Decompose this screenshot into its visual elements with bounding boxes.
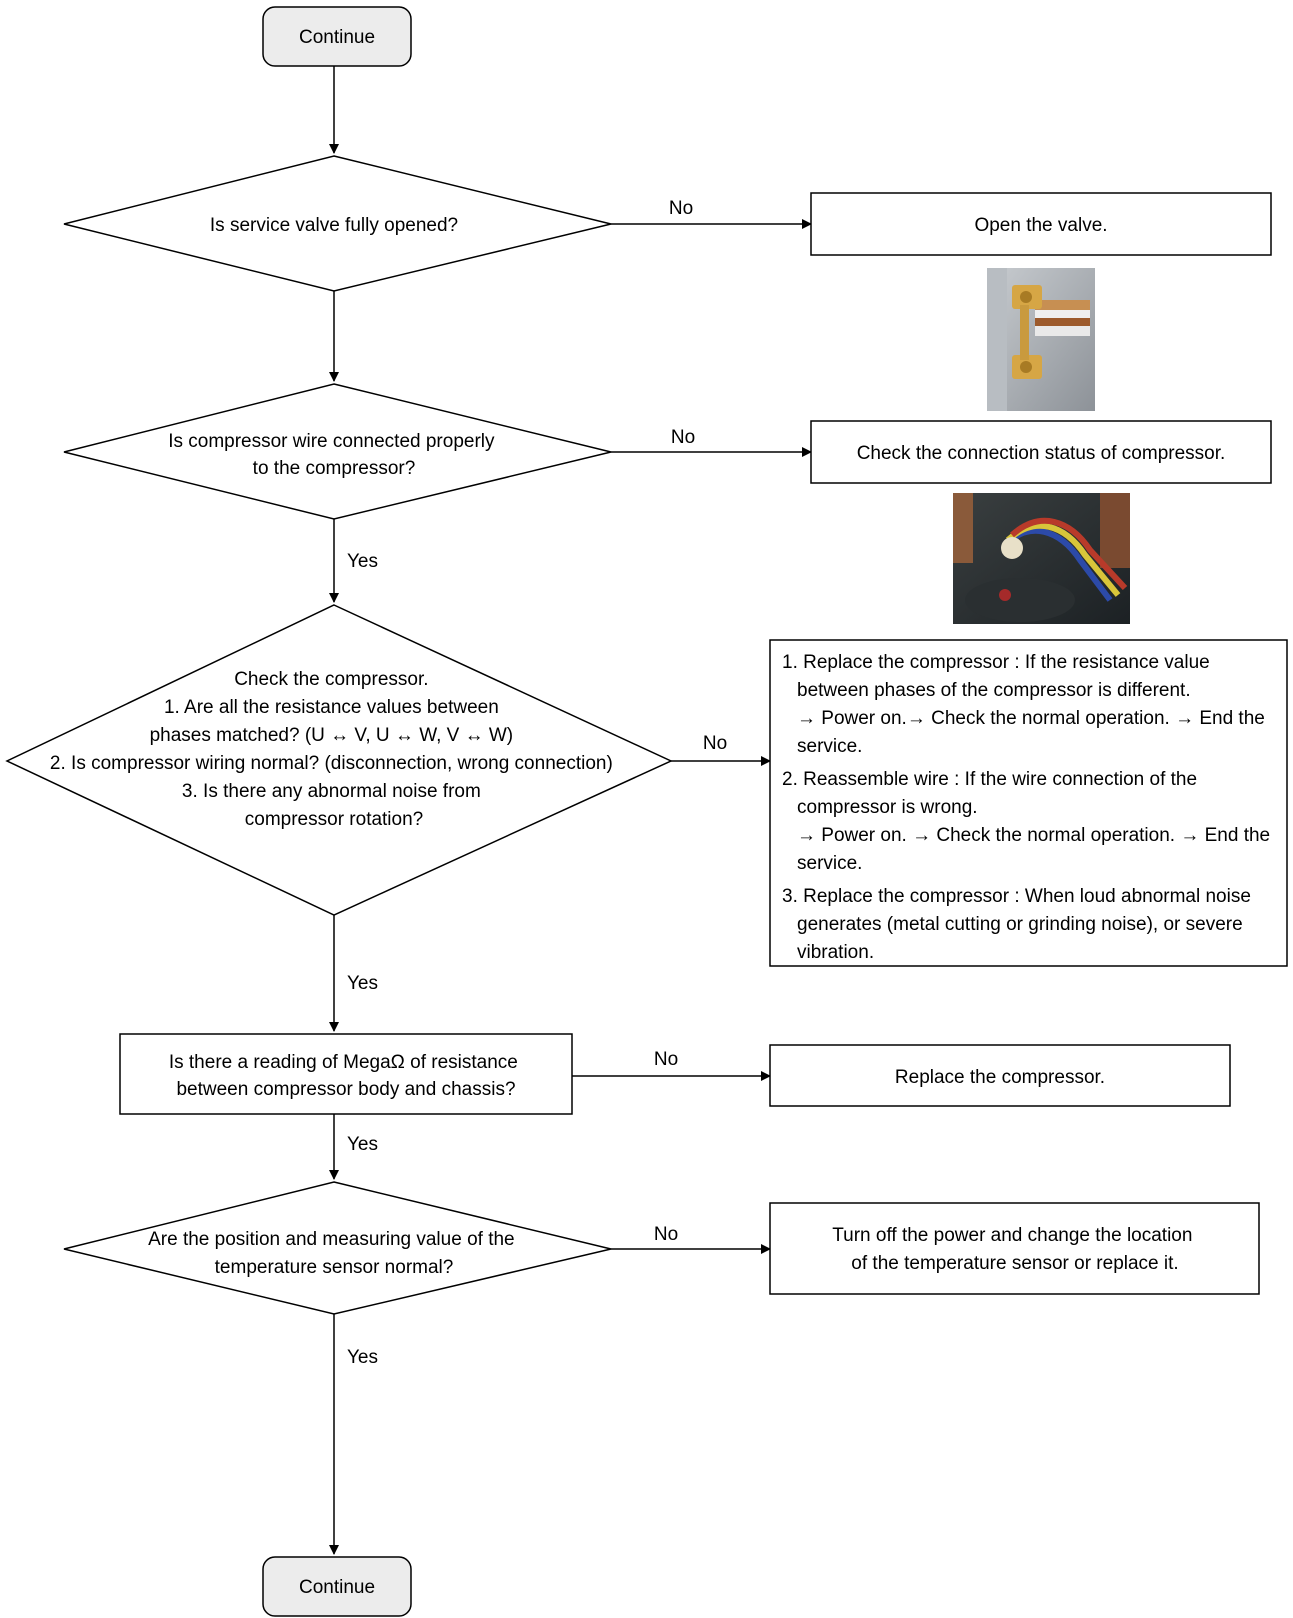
decision-valve-open: Is service valve fully opened?: [63, 155, 612, 292]
action-check-connection: Check the connection status of compresso…: [810, 420, 1272, 484]
edge-p4-no-label: No: [654, 1049, 678, 1070]
edge-d5-no-label: No: [654, 1224, 678, 1245]
decision-wire-connected-text: Is compressor wire connected properly to…: [168, 431, 500, 479]
process-megaohm-check: Is there a reading of MegaΩ of resistanc…: [119, 1033, 573, 1115]
service-valve-photo: [987, 268, 1095, 411]
action-open-valve-text: Open the valve.: [974, 215, 1107, 236]
process-megaohm-check-text: Is there a reading of MegaΩ of resistanc…: [169, 1052, 523, 1100]
edge-d5-yes-label: Yes: [347, 1347, 378, 1368]
edge-d2-no-label: No: [671, 427, 695, 448]
action-compressor-remedies-text: 1. Replace the compressor : If the resis…: [782, 652, 1275, 963]
decision-check-compressor-text: Check the compressor. 1. Are all the res…: [50, 669, 618, 830]
edge-p4-yes-label: Yes: [347, 1134, 378, 1155]
edge-d3-yes-label: Yes: [347, 973, 378, 994]
edge-d1-no-label: No: [669, 198, 693, 219]
decision-check-compressor: Check the compressor. 1. Are all the res…: [5, 604, 673, 916]
end-terminal-label: Continue: [299, 1577, 375, 1598]
action-temp-sensor-text: Turn off the power and change the locati…: [832, 1225, 1197, 1274]
action-replace-compressor: Replace the compressor.: [769, 1044, 1231, 1107]
decision-valve-open-text: Is service valve fully opened?: [210, 215, 458, 236]
action-open-valve: Open the valve.: [810, 192, 1272, 256]
start-terminal-label: Continue: [299, 27, 375, 48]
edge-d2-yes-label: Yes: [347, 551, 378, 572]
decision-wire-connected: Is compressor wire connected properly to…: [63, 383, 612, 520]
action-replace-compressor-text: Replace the compressor.: [895, 1067, 1105, 1088]
decision-temp-sensor: Are the position and measuring value of …: [63, 1181, 612, 1315]
decision-temp-sensor-text: Are the position and measuring value of …: [148, 1229, 520, 1278]
start-terminal: Continue: [262, 6, 412, 67]
edge-d3-no-label: No: [703, 733, 727, 754]
action-temp-sensor: Turn off the power and change the locati…: [769, 1202, 1260, 1295]
action-compressor-remedies: 1. Replace the compressor : If the resis…: [769, 639, 1288, 967]
action-check-connection-text: Check the connection status of compresso…: [857, 443, 1226, 464]
end-terminal: Continue: [262, 1556, 412, 1617]
compressor-wire-photo: [953, 493, 1130, 624]
